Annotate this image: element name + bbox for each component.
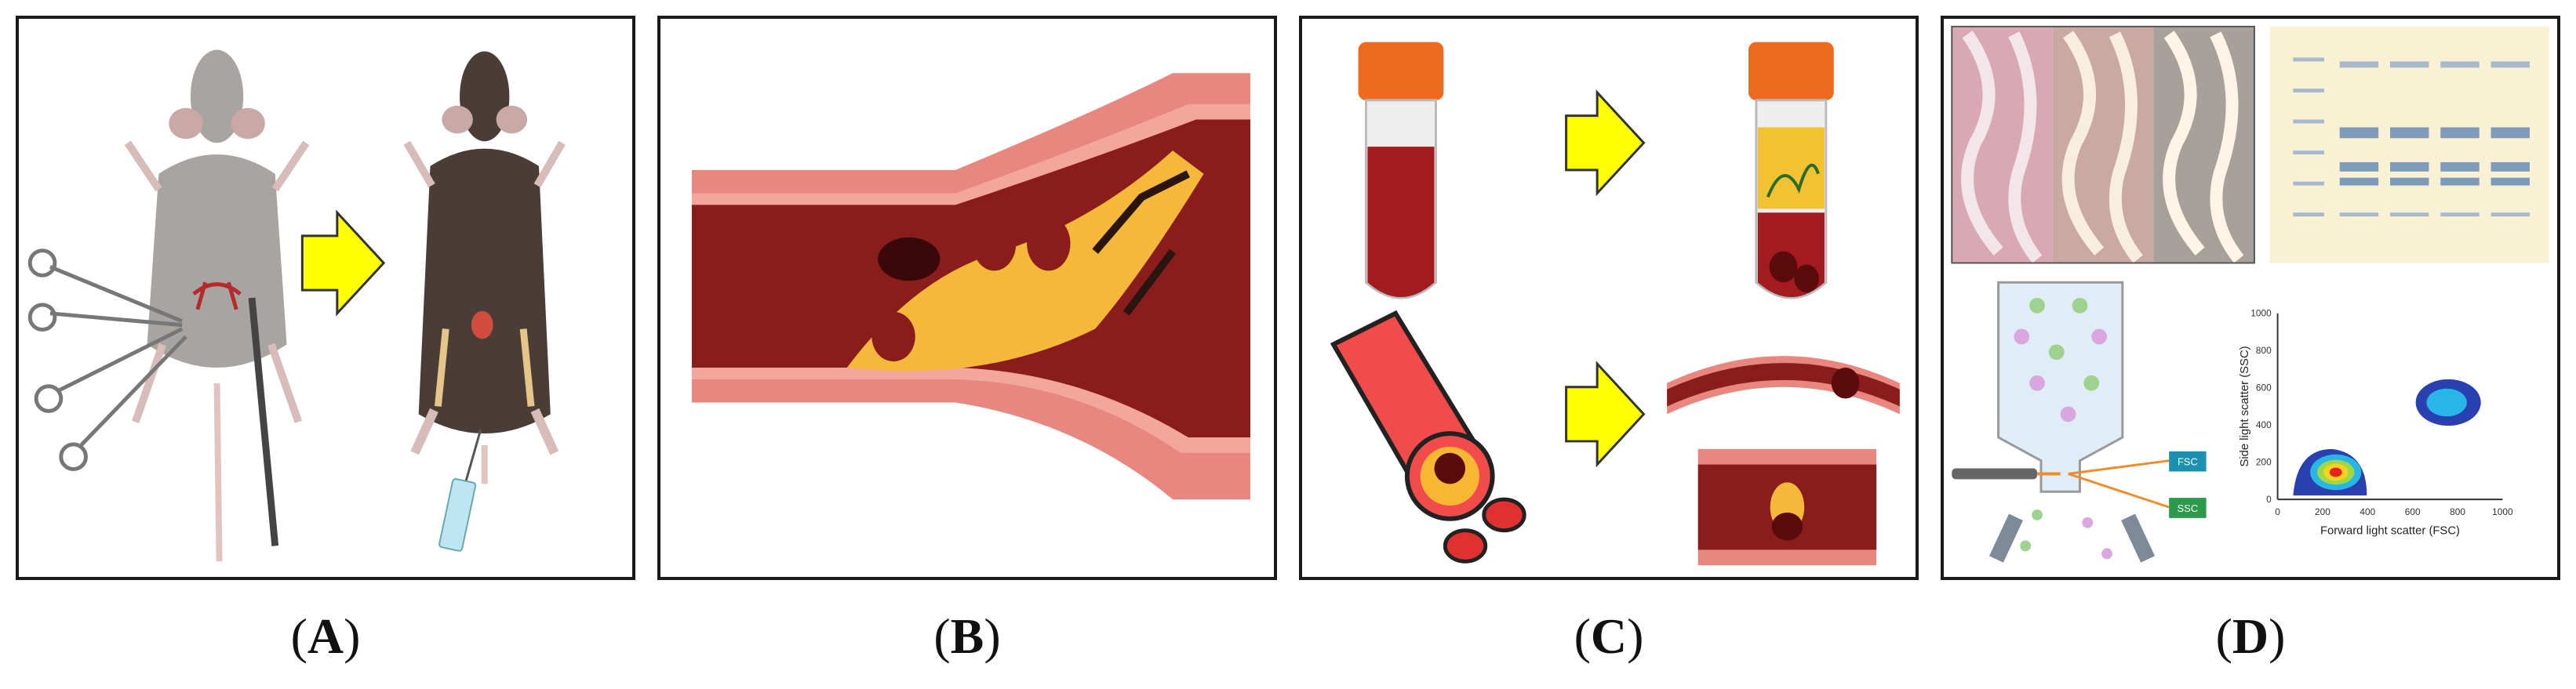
laser-icon bbox=[1952, 468, 2038, 480]
panel-label-c: (C) bbox=[1574, 608, 1644, 664]
lab-analyses-illustration: FSC SSC 0 200 400 600 800 1000 0 200 400 bbox=[1951, 25, 2549, 563]
x-tick: 600 bbox=[2405, 506, 2421, 517]
flow-scatter-plot: 0 200 400 600 800 1000 0 200 400 600 800… bbox=[2239, 308, 2513, 538]
red-blood-vessel-icon bbox=[1330, 310, 1526, 564]
arrow-icon bbox=[1565, 361, 1646, 468]
histology-images bbox=[1951, 25, 2255, 264]
panel-label-b: (B) bbox=[933, 608, 1001, 664]
x-tick: 400 bbox=[2360, 506, 2375, 517]
y-axis-label: Side light scatter (SSC) bbox=[2239, 346, 2251, 466]
population-high bbox=[2415, 379, 2481, 426]
panel-a-mouse-model bbox=[16, 16, 635, 580]
panel-c-blood-analysis bbox=[1299, 16, 1919, 580]
panel-label-a: (A) bbox=[290, 608, 361, 664]
y-tick: 200 bbox=[2256, 457, 2272, 468]
panel-b-vessel-plaque bbox=[657, 16, 1277, 580]
x-tick: 1000 bbox=[2492, 506, 2513, 517]
fsc-detector bbox=[2169, 451, 2207, 472]
y-tick: 600 bbox=[2256, 383, 2272, 393]
x-axis-label: Forward light scatter (FSC) bbox=[2320, 525, 2460, 538]
y-tick: 1000 bbox=[2250, 308, 2272, 319]
separated-tube-icon bbox=[1748, 42, 1834, 299]
y-tick: 400 bbox=[2256, 419, 2272, 430]
syringe-icon bbox=[438, 429, 482, 552]
dark-mouse-icon bbox=[403, 51, 566, 484]
fsc-label: FSC bbox=[2178, 456, 2198, 468]
forceps-icon bbox=[27, 248, 187, 472]
x-tick: 0 bbox=[2275, 506, 2280, 517]
arrow-icon bbox=[300, 209, 386, 317]
x-tick: 800 bbox=[2450, 506, 2465, 517]
blood-analysis-illustration bbox=[1330, 42, 1900, 566]
western-blot-gel bbox=[2269, 26, 2549, 263]
plaque bbox=[846, 150, 1204, 372]
y-tick: 800 bbox=[2256, 345, 2272, 356]
population-low bbox=[2293, 448, 2367, 496]
mouse-model-illustration bbox=[27, 49, 566, 562]
x-tick: 200 bbox=[2315, 506, 2330, 517]
blood-tube-icon bbox=[1358, 42, 1444, 299]
vessel-plaque-illustration bbox=[691, 73, 1250, 500]
panel-d-lab-analyses: FSC SSC 0 200 400 600 800 1000 0 200 400 bbox=[1941, 16, 2560, 580]
ssc-label: SSC bbox=[2178, 502, 2198, 514]
flow-cytometer-icon: FSC SSC bbox=[1952, 281, 2207, 563]
grey-mouse-icon bbox=[124, 49, 310, 562]
arrow-icon bbox=[1565, 89, 1646, 197]
y-tick: 0 bbox=[2266, 494, 2272, 505]
probe-icon bbox=[248, 297, 279, 546]
panel-label-d: (D) bbox=[2215, 608, 2286, 664]
ssc-detector bbox=[2169, 498, 2207, 518]
blood-clot-cells bbox=[871, 216, 1148, 372]
